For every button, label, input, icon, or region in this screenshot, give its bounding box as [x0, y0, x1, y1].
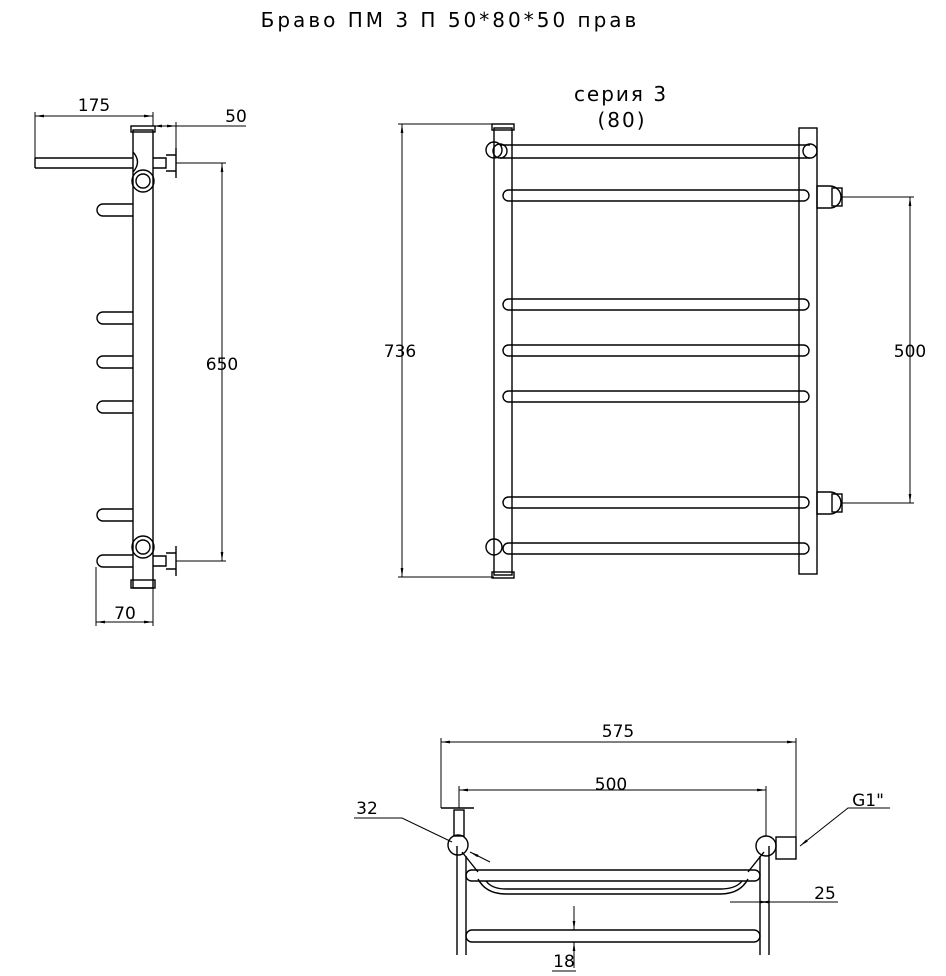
side-rung-stub [96, 554, 133, 568]
front-top-bar [500, 144, 810, 159]
side-bottom-fitting [131, 535, 155, 559]
series-sub-label: (80) [597, 108, 646, 132]
dim-top-center: 500 [595, 775, 627, 795]
top-left-fitting [453, 809, 465, 837]
front-left-post [493, 127, 513, 576]
dim-side-depth: 175 [78, 96, 110, 116]
front-rung [502, 298, 810, 311]
side-rung-stub [96, 508, 133, 522]
side-top-valve [166, 148, 177, 178]
side-vertical-tube [132, 129, 154, 589]
top-right-fitting [775, 836, 797, 860]
dim-side-bottom: 70 [114, 604, 136, 624]
dim-top-gap: 25 [814, 884, 836, 904]
front-rung [502, 542, 810, 555]
side-view: 175 50 650 70 [34, 96, 247, 626]
front-top-connector [816, 185, 842, 209]
top-bottom-rung [465, 929, 761, 943]
side-bottom-cap [130, 579, 156, 589]
front-view: серия 3 (80) 736 500 [384, 82, 926, 579]
side-top-rung-bend [132, 151, 139, 173]
dim-side-height: 650 [206, 355, 238, 375]
top-curved-rung [477, 878, 749, 895]
dim-top-rung: 18 [553, 952, 575, 972]
top-rung [465, 869, 761, 882]
front-rung [502, 189, 810, 202]
front-right-post [798, 127, 818, 575]
front-bottom-connector [816, 491, 842, 515]
front-rung [502, 344, 810, 357]
side-top-cap [130, 125, 156, 133]
side-rung-stub [96, 400, 133, 414]
side-top-rung [34, 157, 133, 169]
top-left-post [456, 846, 467, 950]
dim-side-offset: 50 [225, 107, 247, 127]
top-right-post [759, 846, 770, 950]
dim-front-center: 500 [894, 342, 926, 362]
dim-top-thread: G1" [852, 791, 884, 811]
front-rung [502, 496, 810, 509]
series-label: серия 3 [574, 82, 668, 106]
side-top-fitting [131, 169, 155, 193]
side-rung-stub [96, 311, 133, 325]
side-rung-stub [96, 355, 133, 369]
side-bottom-valve [166, 546, 177, 576]
top-view: 575 500 32 G1" 25 18 [354, 722, 890, 972]
front-rung [502, 390, 810, 403]
dim-front-height: 736 [384, 342, 416, 362]
dim-top-pipe: 32 [356, 799, 378, 819]
drawing-title: Браво ПМ 3 П 50*80*50 прав [261, 8, 640, 32]
dim-top-width: 575 [602, 722, 634, 742]
side-rung-stub [96, 203, 133, 217]
